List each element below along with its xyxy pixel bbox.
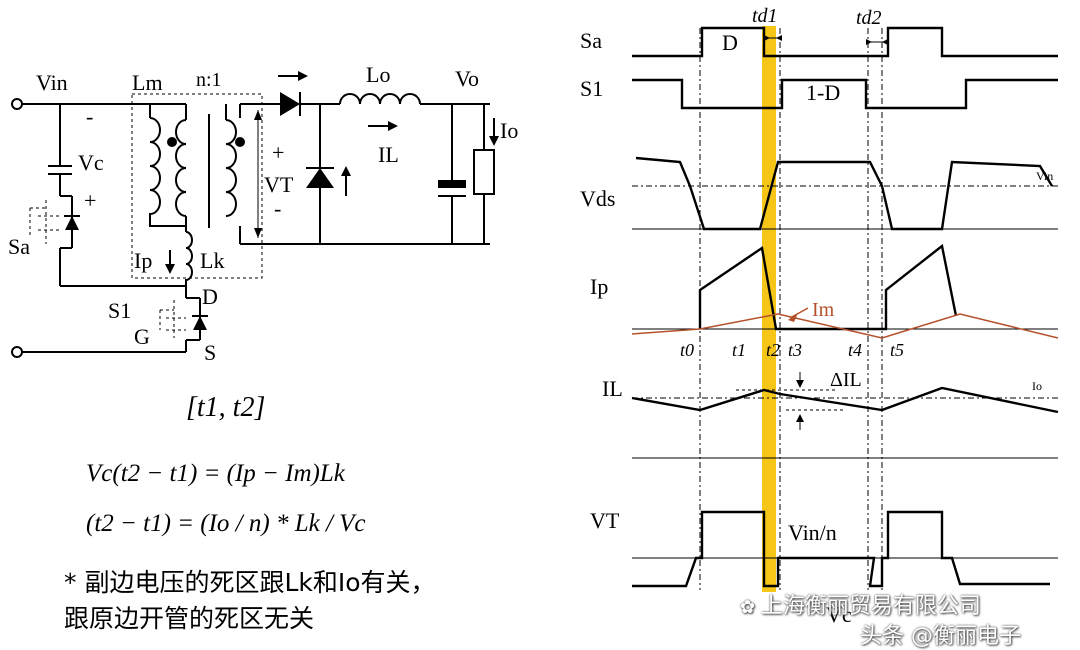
- wave-label-d: D: [722, 30, 738, 55]
- equation-2: (t2 − t1) = (Io / n) * Lk / Vc: [86, 510, 366, 537]
- label-ratio: n:1: [196, 69, 222, 91]
- watermark-company: ✿ 上海衡丽贸易有限公司: [740, 594, 981, 619]
- wave-label-s1: S1: [580, 76, 603, 101]
- circuit-diagram: Vin Lm n:1 Lo Vo Io - Vc + Sa + VT - IL …: [8, 62, 518, 423]
- load-resistor: [473, 149, 495, 195]
- timing-waveforms: td1 td2 Sa D S1 1-D Vds Vin Ip Im t0 t1 …: [580, 5, 1059, 627]
- secondary-winding: [225, 104, 237, 217]
- output-capacitor: [438, 180, 466, 188]
- label-s1: S1: [108, 298, 131, 323]
- interval-label: [t1, t2]: [186, 392, 265, 423]
- wave-label-t0: t0: [680, 340, 694, 360]
- label-g: G: [134, 324, 150, 349]
- label-il: IL: [378, 142, 399, 167]
- wave-label-vin-n: Vin/n: [788, 520, 837, 545]
- sa-mosfet: [29, 195, 80, 286]
- td1-highlight: [762, 26, 776, 592]
- label-d: D: [202, 284, 218, 309]
- im-wave: [631, 313, 1059, 339]
- equation-1: Vc(t2 − t1) = (Ip − Im)Lk: [86, 460, 345, 487]
- ip-wave: [698, 243, 958, 331]
- secondary-dot: [235, 137, 245, 147]
- wave-label-delta-il: ΔIL: [830, 369, 862, 391]
- note-line-2: 跟原边开管的死区无关: [64, 604, 315, 633]
- wave-label-vt: VT: [590, 508, 620, 533]
- lo-inductor: [339, 93, 421, 105]
- watermark-source: 头条 @衡丽电子: [860, 624, 1021, 649]
- ground-terminal: [11, 346, 23, 358]
- label-vt: VT: [264, 172, 294, 197]
- label-s: S: [204, 340, 216, 365]
- vds-wave: [635, 156, 1054, 231]
- freewheel-diode: [306, 168, 334, 188]
- wave-label-1d: 1-D: [806, 80, 840, 105]
- s1-wave: [632, 78, 1058, 110]
- label-vo: Vo: [455, 66, 479, 91]
- forward-diode: [280, 92, 300, 116]
- wave-label-t3: t3: [788, 340, 802, 360]
- wave-label-t5: t5: [890, 340, 904, 360]
- lk-inductor: [185, 231, 193, 286]
- label-vc: Vc: [78, 150, 104, 175]
- wave-label-ip: Ip: [590, 274, 608, 299]
- label-lk: Lk: [200, 248, 224, 273]
- note-line-1: * 副边电压的死区跟Lk和Io有关，: [64, 568, 436, 597]
- vin-terminal: [11, 98, 23, 110]
- label-vt-plus: +: [272, 140, 284, 165]
- label-vt-minus: -: [274, 196, 281, 221]
- label-vin: Vin: [36, 70, 68, 95]
- il-wave: [631, 386, 1059, 414]
- wave-label-vds: Vds: [580, 186, 615, 211]
- lm-inductor: [149, 104, 186, 227]
- label-plus: +: [84, 188, 96, 213]
- wave-label-td1: td1: [752, 5, 778, 27]
- label-sa: Sa: [8, 234, 30, 259]
- wave-label-t4: t4: [848, 340, 862, 360]
- wave-label-t1: t1: [732, 340, 746, 360]
- wave-label-im: Im: [812, 299, 835, 321]
- primary-dot: [167, 137, 177, 147]
- lm-winding: [175, 119, 187, 217]
- wave-label-t2: t2: [766, 340, 780, 360]
- s1-mosfet: [159, 297, 208, 352]
- wave-label-io: Io: [1032, 379, 1042, 393]
- label-minus: -: [86, 104, 93, 129]
- wave-label-sa: Sa: [580, 28, 602, 53]
- wave-label-vin: Vin: [1036, 169, 1053, 183]
- wave-label-td2: td2: [856, 7, 882, 29]
- sa-wave: [632, 26, 1058, 58]
- watermark-icon: ✿: [740, 597, 761, 618]
- transformer-box: [131, 93, 263, 279]
- label-lm: Lm: [132, 70, 163, 95]
- wave-label-vc: Vc: [826, 602, 852, 627]
- label-ip: Ip: [134, 248, 152, 273]
- label-lo: Lo: [366, 62, 390, 87]
- wave-label-il: IL: [602, 376, 623, 401]
- vt-wave: [632, 510, 1050, 588]
- label-io: Io: [500, 118, 518, 143]
